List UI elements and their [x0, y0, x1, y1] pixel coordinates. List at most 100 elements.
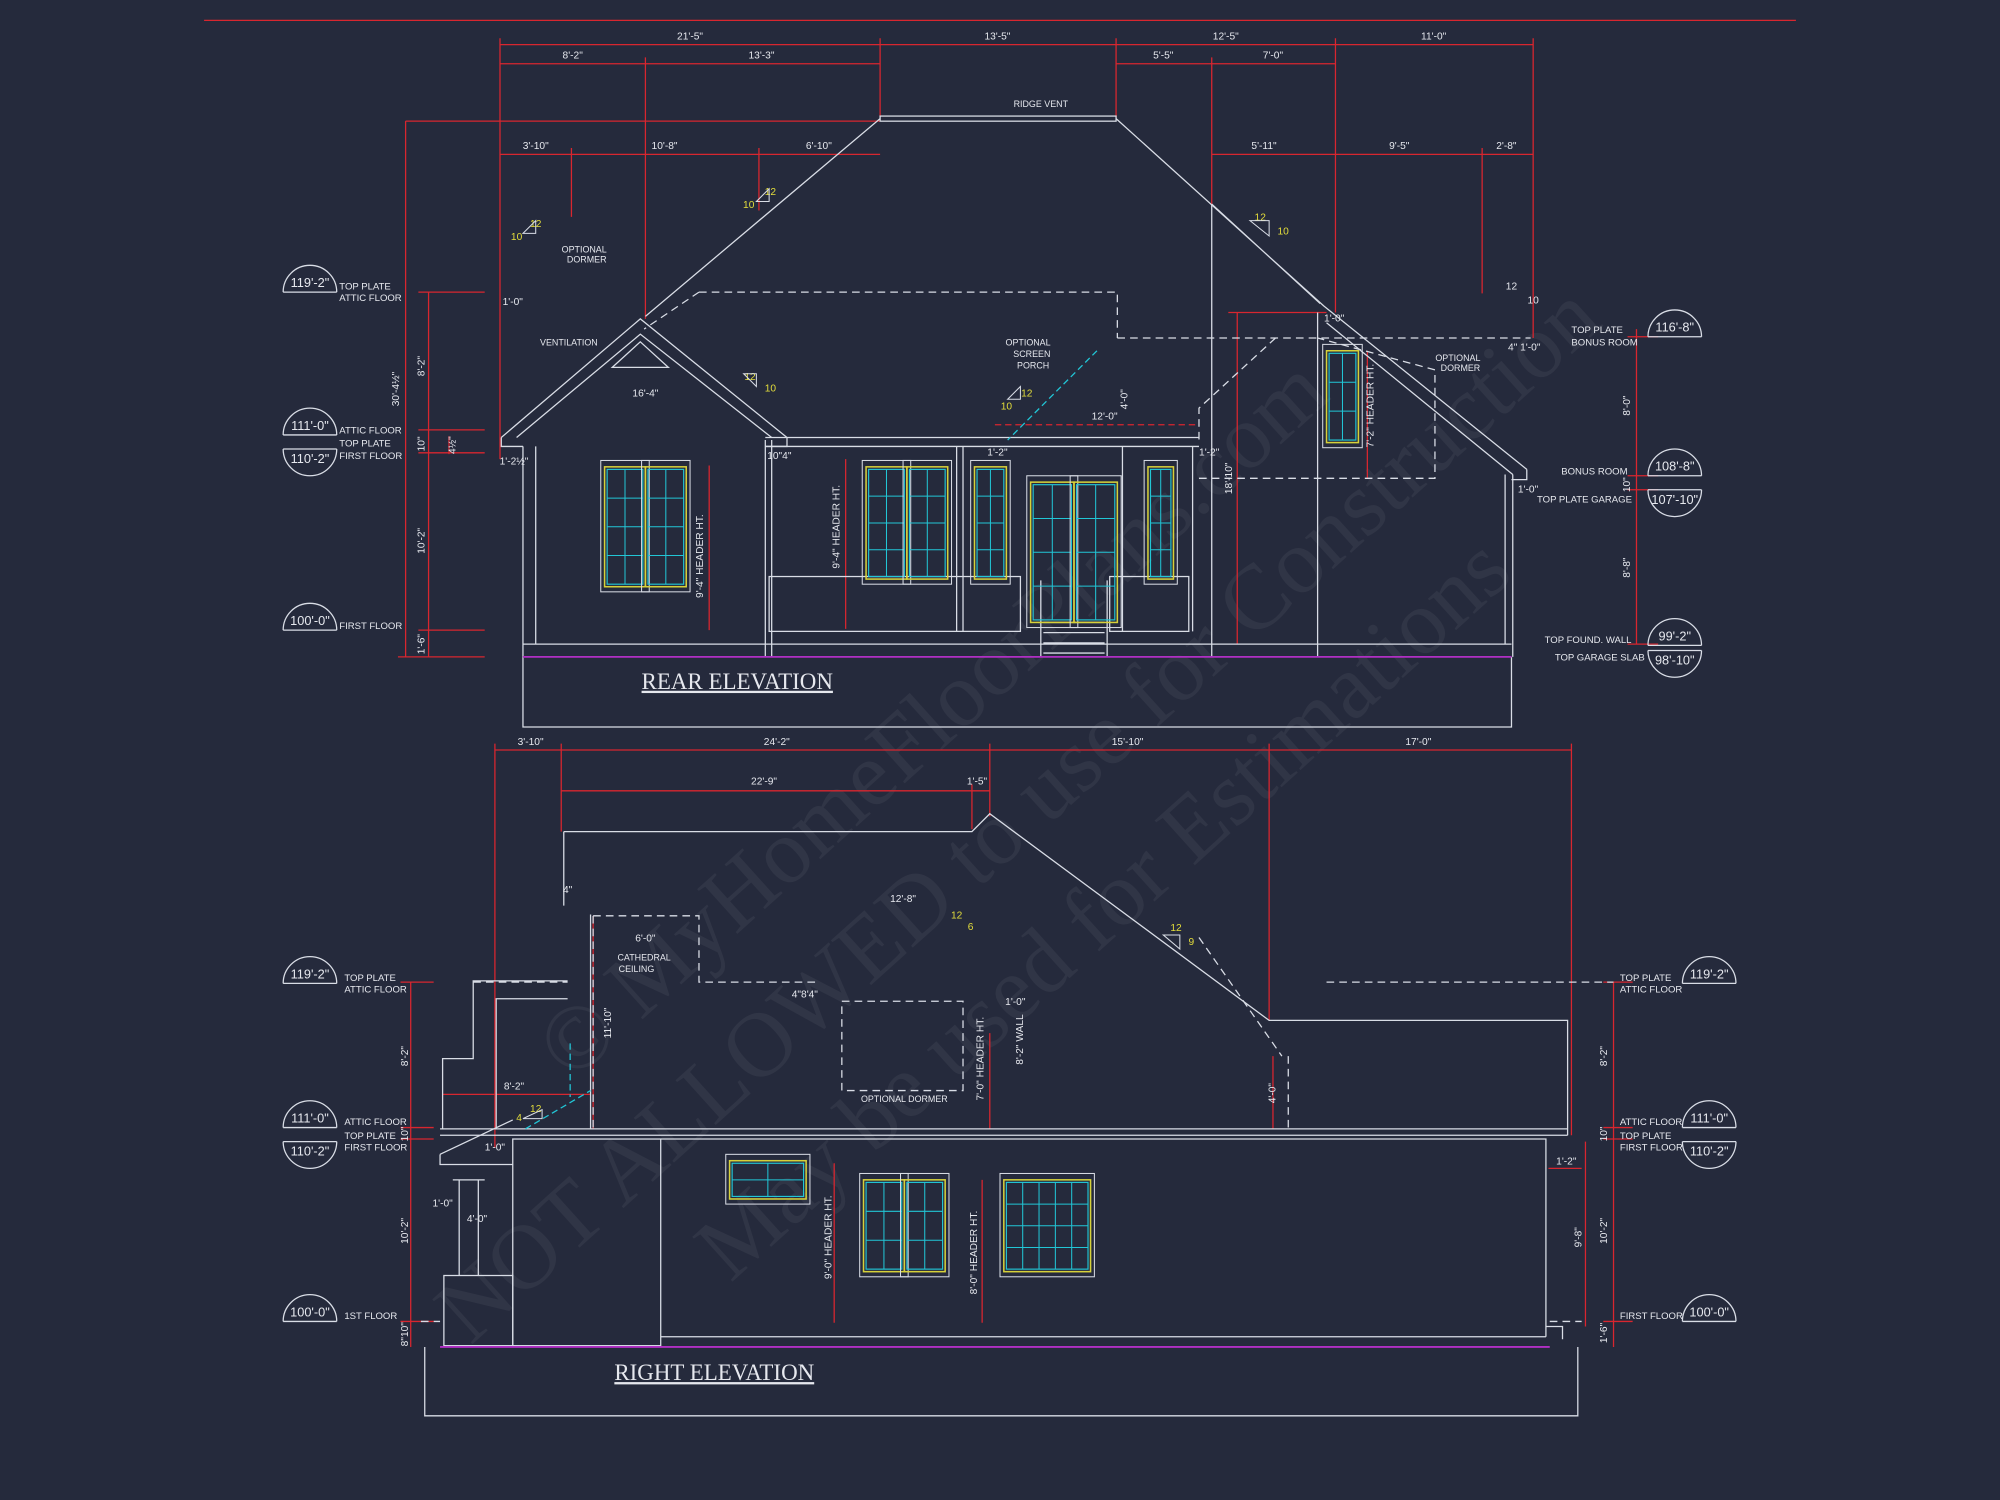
level-label: TOP GARAGE SLAB: [1555, 653, 1645, 664]
level-label: ATTIC FLOOR: [344, 984, 407, 995]
dimension-label: 8'-0": [1622, 395, 1633, 416]
dimension-label: 17'-0": [1405, 737, 1431, 748]
level-elevation: 107'-10": [1651, 492, 1698, 507]
dimension-label: 10'-8": [652, 141, 678, 152]
dimension-label: 10": [1622, 477, 1633, 492]
dimension-label: 10": [400, 1126, 411, 1141]
rear-dimension-lines: [397, 38, 1659, 658]
level-label: TOP FOUND. WALL: [1545, 635, 1632, 646]
note-label: OPTIONAL DORMER: [861, 1094, 948, 1104]
right-dimension-lines: [400, 743, 1633, 1347]
level-marker: 111'-0"ATTIC FLOOR: [282, 407, 402, 437]
level-label: ATTIC FLOOR: [344, 1117, 407, 1128]
level-label: ATTIC FLOOR: [1620, 984, 1683, 995]
level-marker: 111'-0"ATTIC FLOOR: [1620, 1100, 1737, 1129]
dimension-label: 10": [1599, 1126, 1610, 1141]
dimension-label: 1'-6": [417, 634, 428, 655]
dimension-label: 8'-2": [400, 1046, 411, 1067]
level-label: TOP PLATE: [344, 1131, 395, 1142]
note-label: CEILING: [619, 964, 655, 974]
dimension-label: 1'-0": [1518, 484, 1539, 495]
level-elevation: 108'-8": [1655, 459, 1695, 474]
roof-slope-label: 12: [744, 372, 756, 383]
roof-slope-label: 10: [511, 232, 523, 243]
porch-railing: [1109, 575, 1190, 633]
level-label: TOP PLATE: [344, 973, 395, 984]
slope-triangle-icon: [742, 373, 757, 388]
level-symbol-icon: [1647, 309, 1703, 338]
level-elevation: 100'-0": [1689, 1304, 1729, 1319]
dimension-label: 13'-5": [984, 32, 1010, 43]
dimension-label: 30'-4½": [391, 371, 402, 406]
window: [1143, 459, 1178, 585]
note-label: CATHEDRAL: [617, 952, 670, 962]
level-marker: 108'-8" BONUS ROOM: [1561, 448, 1703, 477]
note-label: PORCH: [1017, 361, 1049, 371]
level-elevation: 119'-2": [291, 275, 330, 290]
level-label: BONUS ROOM: [1561, 466, 1627, 477]
level-label: TOP PLATE: [339, 438, 390, 449]
dimension-label: 1'-0": [485, 1143, 506, 1154]
dimension-label: 1'-0": [1005, 997, 1026, 1008]
dimension-label: 21'-5": [677, 32, 703, 43]
dimension-label: 4" 1'-0": [1508, 343, 1541, 354]
window: [641, 459, 691, 593]
dimension-label: 6'-10": [806, 141, 832, 152]
level-symbol-icon: [282, 1140, 338, 1170]
level-label: FIRST FLOOR: [339, 621, 402, 632]
dimension-label: 5'-5": [1153, 51, 1174, 62]
roof-slope-label: 10: [743, 200, 755, 211]
dimension-label: 10": [417, 436, 428, 451]
dimension-label: 1'-0": [503, 297, 524, 308]
dimension-label: 2'-8": [1496, 141, 1517, 152]
dimension-label: 10"4": [767, 451, 792, 462]
roof-slope-label: 10: [1277, 227, 1289, 238]
note-label: OPTIONAL: [1006, 338, 1051, 348]
dimension-label: 9'-4" HEADER HT.: [831, 485, 842, 569]
window: [999, 1172, 1095, 1278]
dimension-label: 7'-0" HEADER HT.: [975, 1017, 986, 1101]
level-marker: 100'-0"1ST FLOOR: [282, 1294, 397, 1323]
level-elevation: 111'-0": [291, 418, 329, 433]
window: [900, 1172, 950, 1278]
dimension-label: 7'-0": [1263, 51, 1284, 62]
window: [970, 459, 1011, 585]
level-label: FIRST FLOOR: [1620, 1143, 1683, 1154]
rear-elevation-title: REAR ELEVATION: [642, 669, 834, 694]
level-label: TOP PLATE: [1620, 973, 1671, 984]
rear-elevation: REAR ELEVATION: [397, 38, 1659, 728]
dimension-label: 4'-0": [1268, 1083, 1279, 1104]
level-symbol-icon: [1681, 1100, 1737, 1129]
window: [902, 459, 953, 585]
dimension-label: 8'-2": [417, 356, 428, 377]
level-symbol-icon: [282, 955, 338, 985]
dimension-label: 22'-9": [751, 776, 777, 787]
dimension-label: 9'-5": [1389, 141, 1410, 152]
roof-slope-label: 12: [951, 910, 963, 921]
roof-slope-label: 4: [516, 1113, 522, 1124]
note-label: RIDGE VENT: [1014, 99, 1069, 109]
slope-triangle-icon: [1161, 934, 1181, 951]
level-marker: 107'-10" TOP PLATE GARAGE: [1537, 489, 1703, 518]
level-symbol-icon: [282, 1100, 338, 1129]
level-symbol-icon: [282, 1294, 338, 1323]
level-elevation: 111'-0": [291, 1110, 329, 1125]
level-label: TOP PLATE GARAGE: [1537, 495, 1632, 506]
level-label: FIRST FLOOR: [1620, 1311, 1683, 1322]
dimension-label: 12'-5": [1213, 32, 1239, 43]
rear-windows: [600, 343, 1363, 629]
window: [600, 459, 650, 593]
level-symbol-icon: [1647, 448, 1703, 477]
level-label: TOP PLATE: [1571, 325, 1622, 336]
level-symbol-icon: [1681, 1140, 1737, 1170]
dimension-label: 10'-2": [417, 527, 428, 553]
slope-triangle-icon: [521, 219, 537, 234]
dimension-label: 24'-2": [764, 737, 790, 748]
dimension-label: 3'-10": [518, 737, 544, 748]
right-elevation: RIGHT ELEVATION: [400, 743, 1633, 1417]
